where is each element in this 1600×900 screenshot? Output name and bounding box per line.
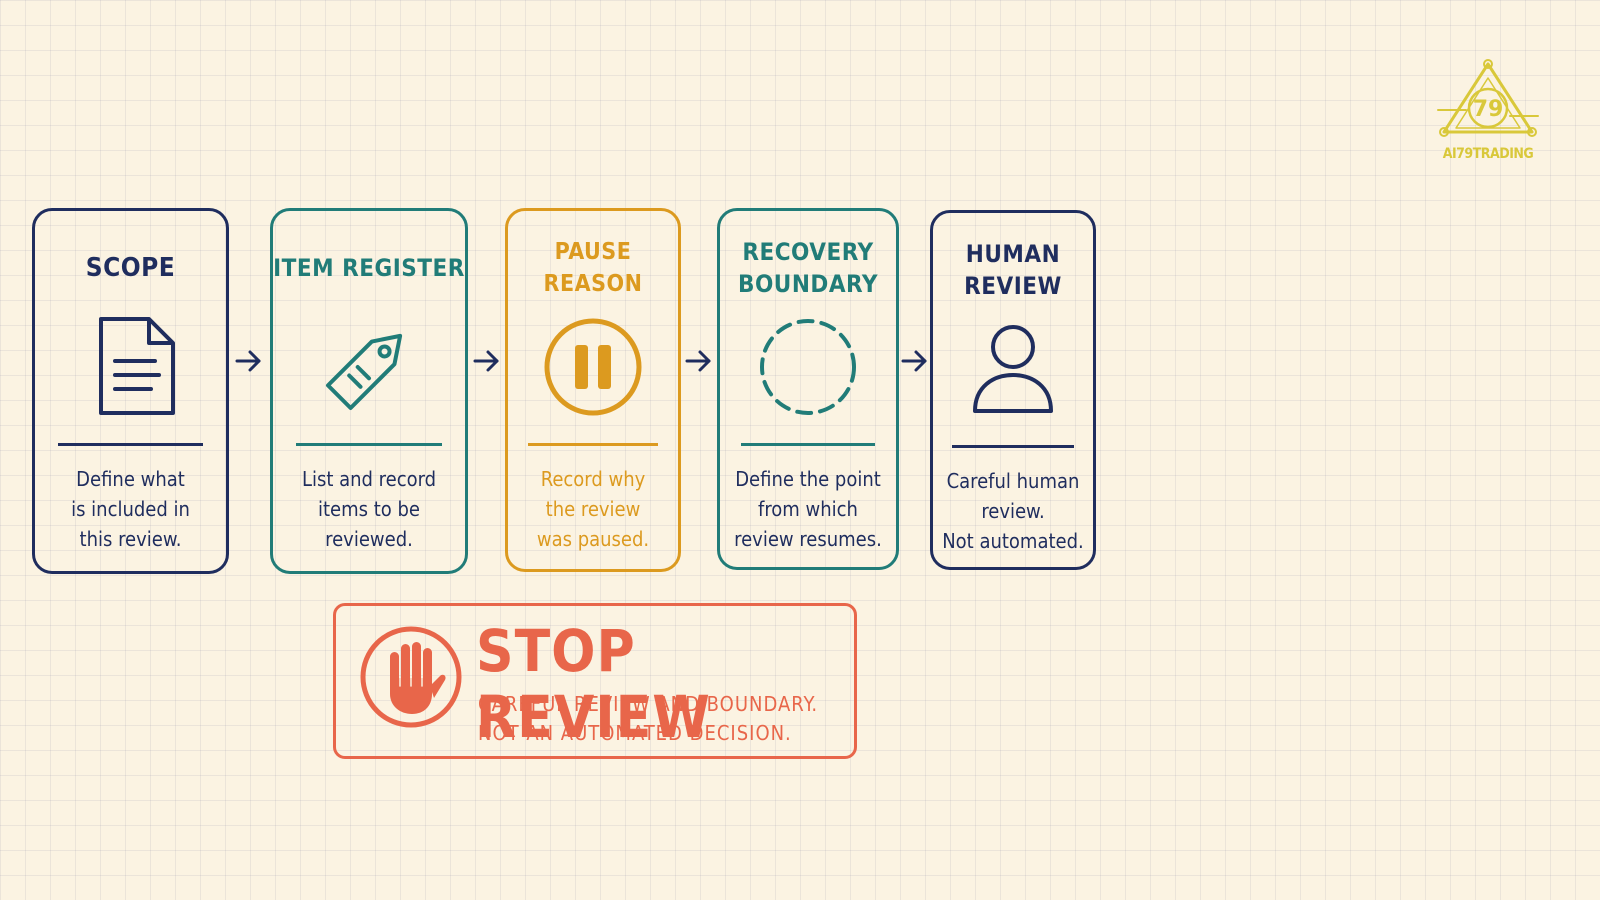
step-title-item-register: ITEM REGISTER — [273, 254, 465, 282]
hand-stop-icon — [360, 626, 462, 728]
step-card-pause-reason: PAUSE REASON Record why the review was p… — [505, 208, 681, 572]
step-divider — [296, 443, 442, 446]
logo-number: 79 — [1473, 97, 1504, 122]
arrow-right-icon — [685, 350, 711, 372]
arrow-right-icon — [473, 350, 499, 372]
pause-icon — [544, 318, 642, 416]
document-icon — [98, 317, 175, 415]
step-card-scope: SCOPE Define what is included in this re… — [32, 208, 229, 574]
step-card-human-review: HUMAN REVIEW Careful human review. Not a… — [930, 210, 1096, 570]
step-divider — [57, 443, 204, 446]
step-description-human-review: Careful human review. Not automated. — [942, 469, 1084, 553]
step-description-item-register: List and record items to be reviewed. — [301, 467, 437, 551]
logo-emblem-icon: 79 — [1437, 59, 1539, 137]
arrow-right-icon — [901, 350, 927, 372]
brand-logo: 79 AI79TRADING — [1428, 58, 1548, 168]
step-description-recovery-boundary: Define the point from which review resum… — [734, 467, 882, 551]
step-title-pause-reason: PAUSE REASON — [543, 239, 643, 297]
step-divider — [952, 445, 1074, 448]
step-divider — [741, 443, 875, 446]
stop-review-box: STOP REVIEW CAREFUL REVIEW AND BOUNDARY.… — [333, 603, 857, 759]
step-divider — [528, 443, 658, 446]
logo-text: AI79TRADING — [1442, 146, 1534, 162]
step-card-item-register: ITEM REGISTER List and record items to b… — [270, 208, 468, 574]
step-description-pause-reason: Record why the review was paused. — [536, 467, 650, 551]
stop-review-subtitle: CAREFUL REVIEW AND BOUNDARY. NOT AN AUTO… — [478, 692, 819, 745]
stop-review-title: STOP REVIEW — [476, 617, 711, 751]
step-card-recovery-boundary: RECOVERY BOUNDARY Define the point from … — [717, 208, 899, 570]
step-title-recovery-boundary: RECOVERY BOUNDARY — [738, 238, 878, 298]
step-title-human-review: HUMAN REVIEW — [964, 240, 1062, 300]
tag-icon — [325, 333, 403, 411]
arrow-right-icon — [235, 350, 261, 372]
dashed-circle-icon — [760, 319, 856, 415]
step-title-scope: SCOPE — [85, 253, 176, 283]
person-icon — [973, 325, 1053, 413]
step-description-scope: Define what is included in this review. — [71, 467, 190, 551]
